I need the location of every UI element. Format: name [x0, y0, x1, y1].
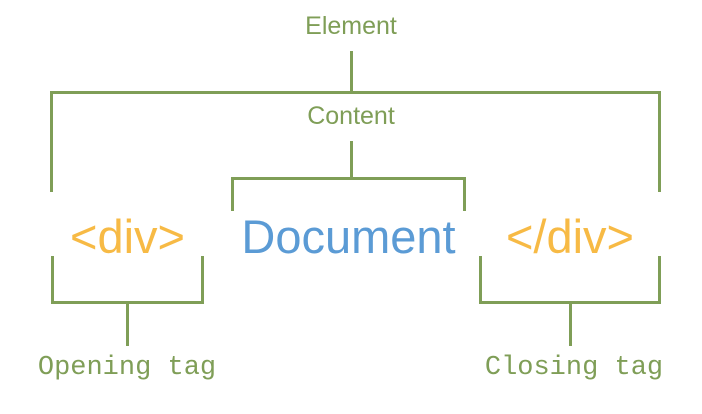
code-label-closing-tag: </div>: [505, 210, 635, 263]
caption-opening-tag: Opening tag: [37, 353, 217, 383]
node-label-content: Content: [307, 102, 395, 130]
node-label-element: Element: [305, 12, 397, 40]
code-label-document-text: Document: [241, 210, 456, 263]
content-bracket: [231, 177, 466, 211]
connector-line-group: [50, 51, 661, 346]
caption-closing-tag: Closing tag: [484, 353, 664, 383]
code-label-opening-tag: <div>: [70, 210, 185, 263]
element-bracket: [50, 91, 661, 192]
